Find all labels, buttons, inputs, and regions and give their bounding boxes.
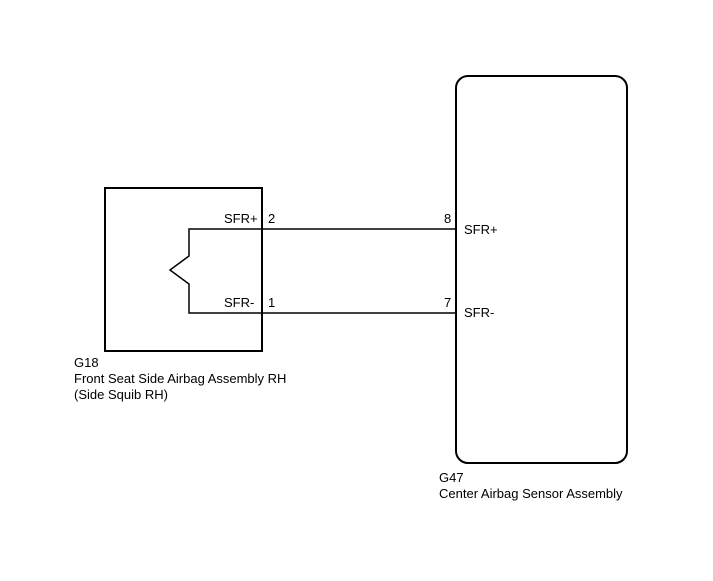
g18-caption: G18 Front Seat Side Airbag Assembly RH (… [74, 355, 286, 403]
g47-caption: G47 Center Airbag Sensor Assembly [439, 470, 623, 502]
g47-pin-7: 7 [444, 295, 451, 310]
g47-signal-sfr-plus: SFR+ [464, 222, 498, 237]
g18-subname: (Side Squib RH) [74, 387, 168, 402]
g47-component-box [455, 75, 628, 464]
g18-component-box [104, 187, 263, 352]
g18-name: Front Seat Side Airbag Assembly RH [74, 371, 287, 386]
squib-icon [168, 228, 262, 314]
g18-pin-2: 2 [268, 211, 275, 226]
g47-name: Center Airbag Sensor Assembly [439, 486, 623, 501]
g18-signal-sfr-minus: SFR- [224, 295, 254, 310]
g47-pin-8: 8 [444, 211, 451, 226]
g18-pin-1: 1 [268, 295, 275, 310]
g18-signal-sfr-plus: SFR+ [224, 211, 258, 226]
g18-code: G18 [74, 355, 99, 370]
g47-code: G47 [439, 470, 464, 485]
g47-signal-sfr-minus: SFR- [464, 305, 494, 320]
